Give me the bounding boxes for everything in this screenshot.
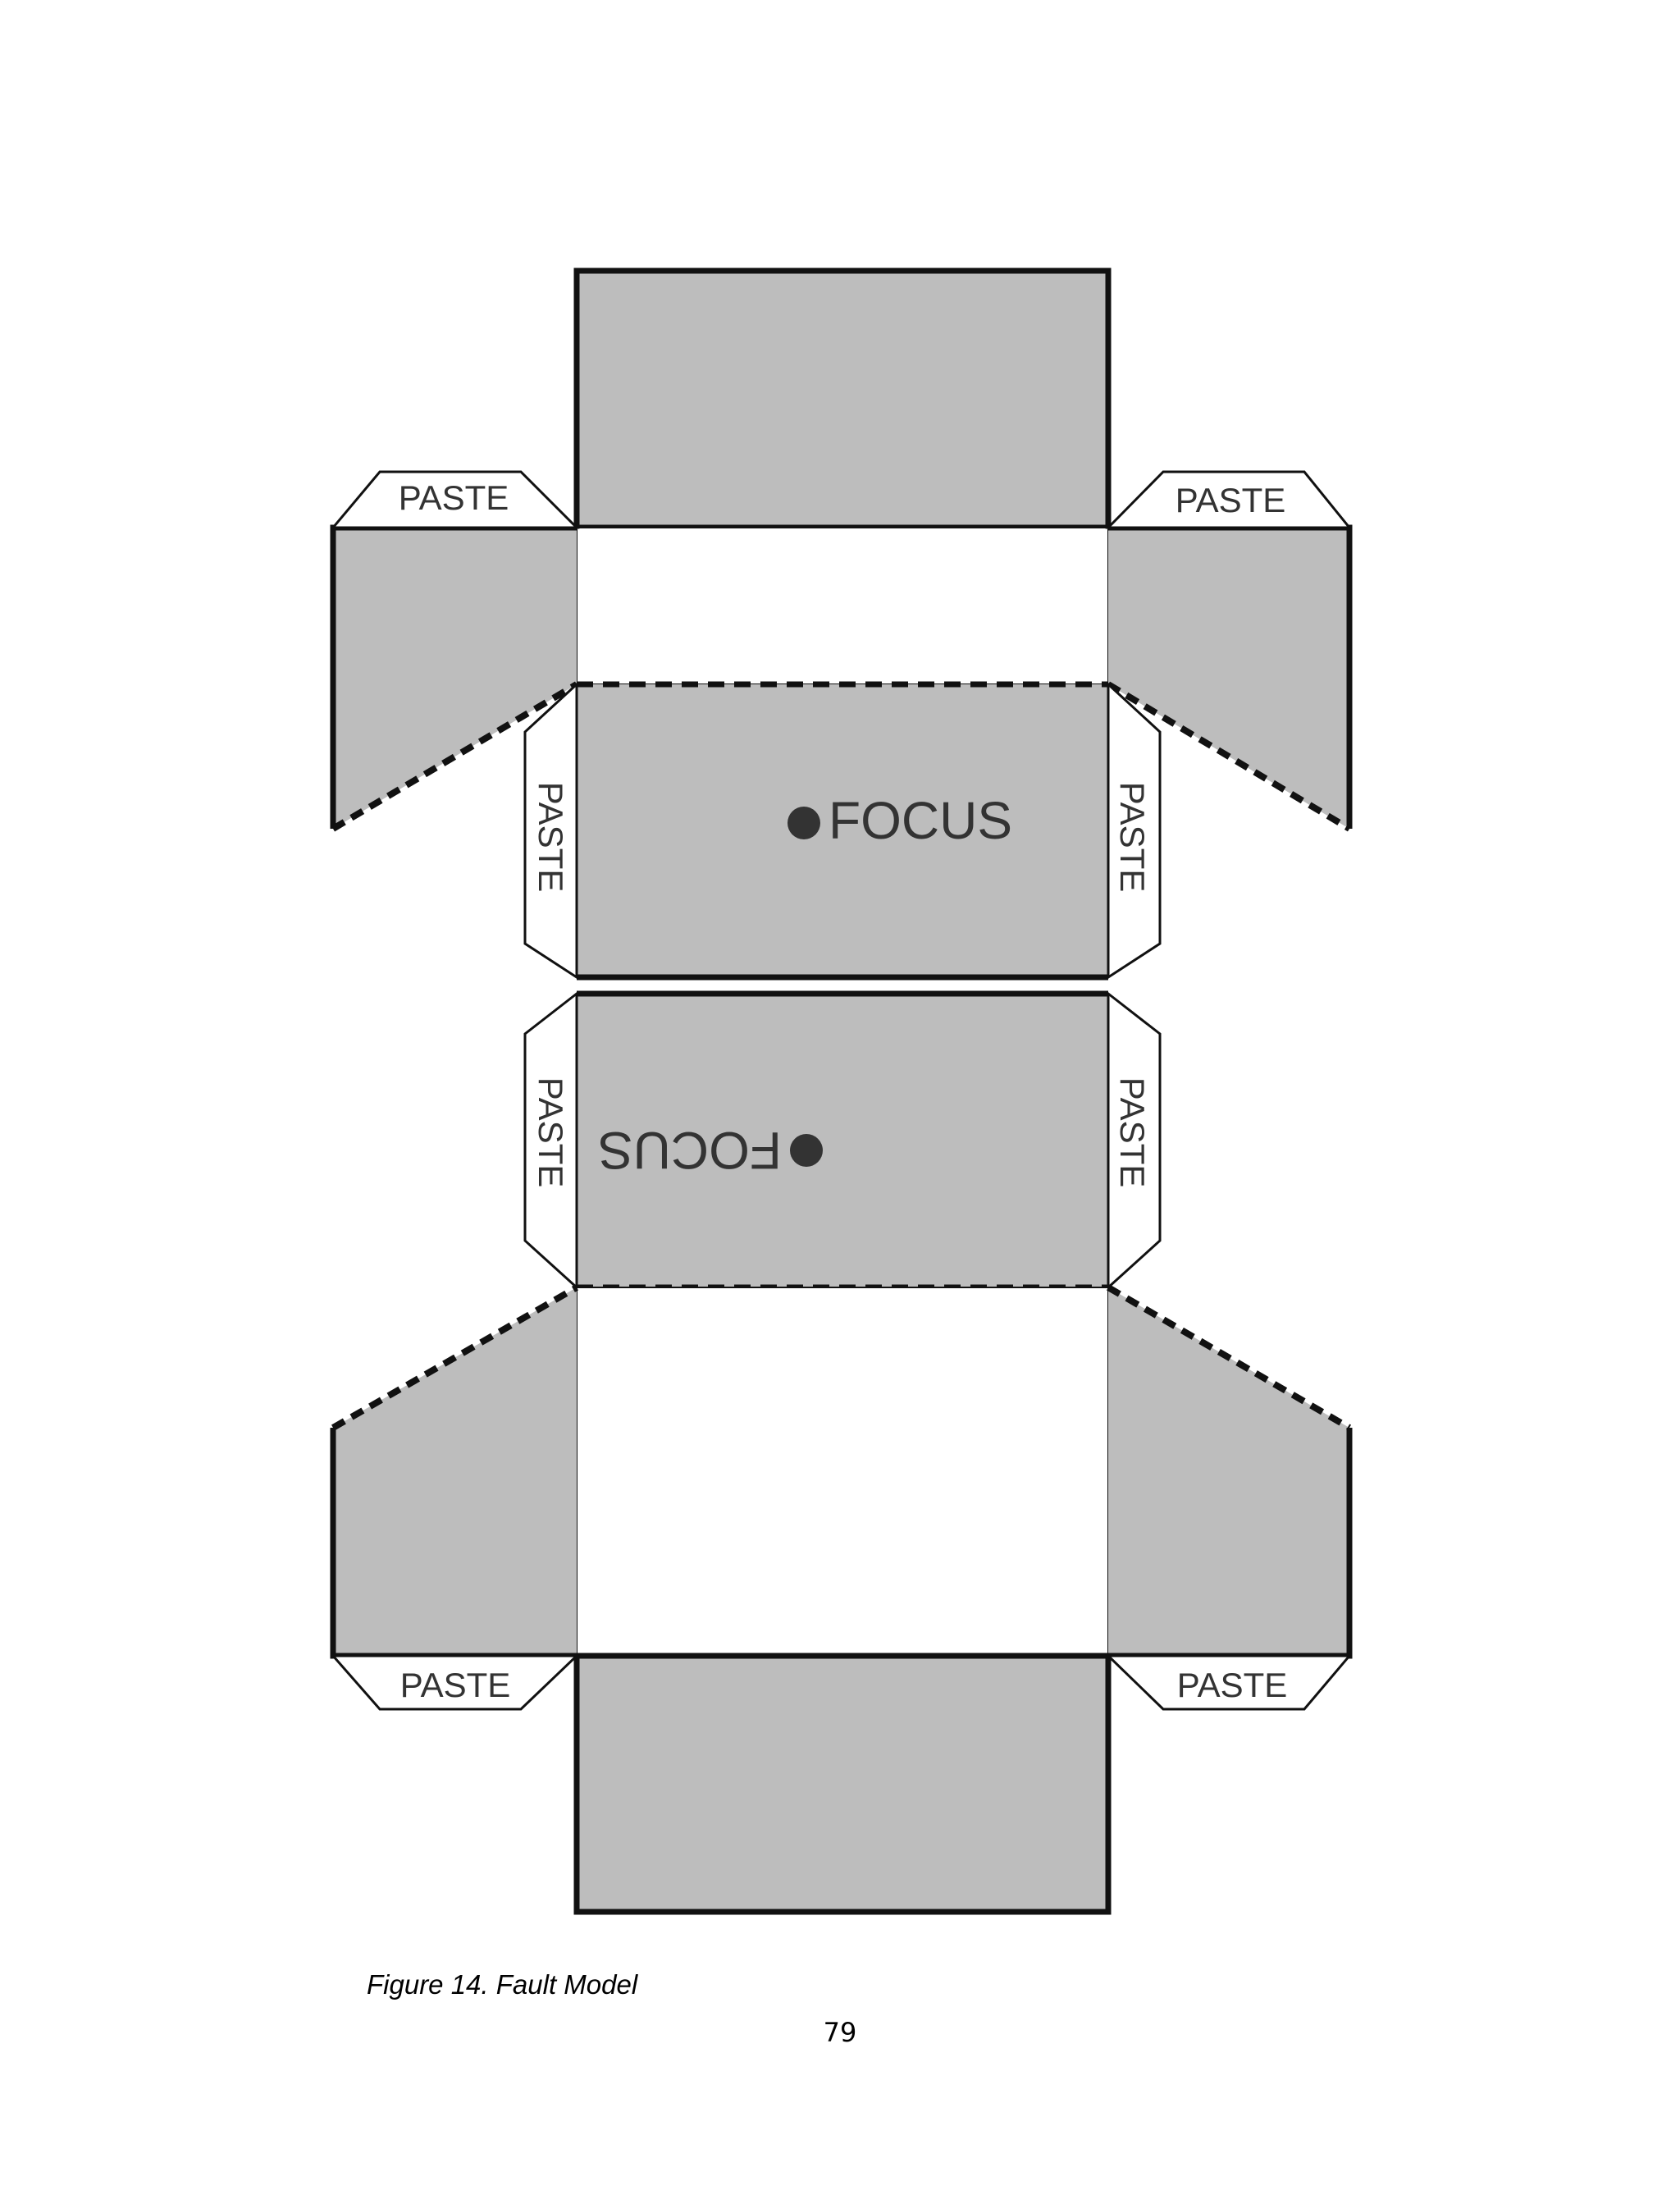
paste-tab-bottom-left [330,1654,580,1711]
paste-tab-bottom-right-label: PASTE [1177,1666,1288,1704]
figure-caption: Figure 14. Fault Model [367,1969,638,2000]
lower-right-wing-fold [1106,1284,1352,1431]
paste-tab-mid2-right [1107,990,1162,1291]
lower-right-wing [1108,1287,1349,1656]
focus-label-lower: FOCUS [598,1121,782,1180]
lower-left-wing-fold [331,1284,578,1431]
upper-white-band [576,527,1109,685]
paste-tab-bottom-left-label: PASTE [400,1666,511,1704]
upper-left-wing [333,528,577,829]
focus-dot-upper [788,807,820,839]
upper-right-wing [1108,528,1349,829]
bottom-gray-panel [573,1653,1112,1915]
focus-dot-lower [790,1134,823,1167]
focus-panel-lower [577,994,1108,1287]
paste-tab-mid1-left [523,681,578,980]
paste-tab-top-left [330,470,580,529]
lower-white-band [576,1287,1109,1657]
upper-left-wing-fold [331,681,579,832]
paste-tab-top-right-label: PASTE [1176,481,1286,519]
focus-label-upper: FOCUS [829,791,1012,850]
paste-tab-mid1-right-label: PASTE [1113,782,1152,893]
paste-tab-top-right [1105,470,1353,529]
paste-tab-top-left-label: PASTE [399,478,509,517]
paste-tab-mid2-left-label: PASTE [532,1077,570,1188]
upper-right-wing-fold [1106,681,1352,832]
lower-left-wing [333,1287,577,1656]
paste-tab-mid1-right [1107,681,1162,980]
focus-panel-upper [577,684,1108,977]
paste-tab-bottom-right [1105,1654,1353,1711]
top-gray-panel [573,267,1112,531]
paste-tab-mid2-left [523,990,578,1291]
paste-tab-mid2-right-label: PASTE [1113,1077,1152,1188]
page-number: 79 [823,2017,857,2048]
paste-tab-mid1-left-label: PASTE [532,782,570,893]
